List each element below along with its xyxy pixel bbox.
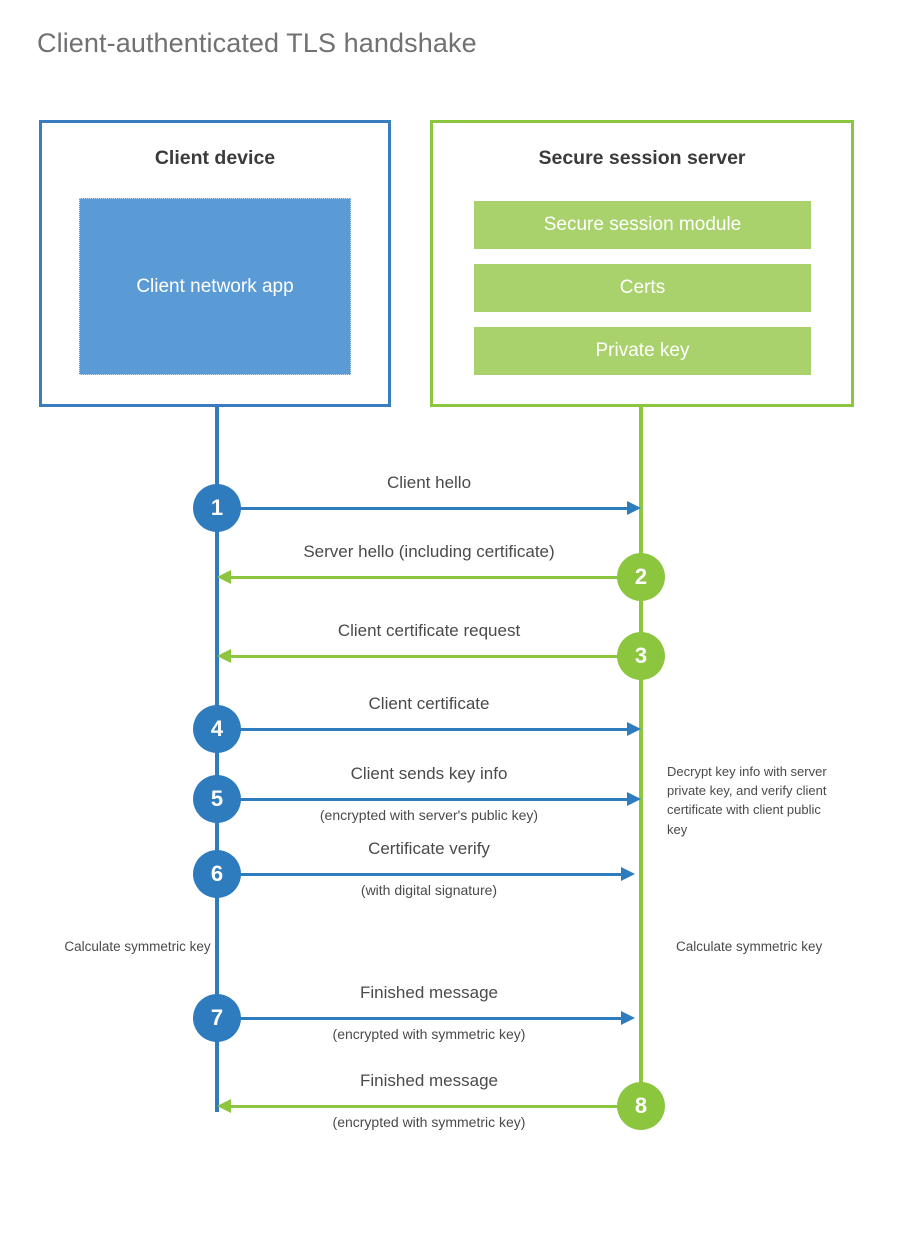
- server-decrypt-note: Decrypt key info with server private key…: [667, 764, 827, 837]
- message-line-3: [231, 655, 641, 658]
- client-device-box: Client device Client network app: [39, 120, 391, 407]
- step-badge-6[interactable]: 6: [193, 850, 241, 898]
- arrow-head-right-icon: [621, 867, 635, 881]
- message-row-3: Client certificate request 3: [0, 621, 900, 680]
- message-line-8: [231, 1105, 641, 1108]
- message-row-5: Client sends key info (encrypted with se…: [0, 764, 900, 823]
- page-title: Client-authenticated TLS handshake: [37, 28, 477, 58]
- step-badge-3[interactable]: 3: [617, 632, 665, 680]
- server-component-secure-session-module: Secure session module: [474, 201, 811, 249]
- step-badge-4[interactable]: 4: [193, 705, 241, 753]
- message-line-7: [217, 1017, 621, 1020]
- message-line-1: [217, 507, 627, 510]
- server-component-certs: Certs: [474, 264, 811, 312]
- client-lifeline: [215, 407, 219, 1112]
- message-label-3: Client certificate request: [337, 621, 521, 640]
- arrow-head-right-icon: [627, 501, 641, 515]
- message-line-2: [231, 576, 641, 579]
- arrow-head-right-icon: [627, 792, 641, 806]
- secure-session-server-box: Secure session server Secure session mod…: [430, 120, 854, 407]
- message-sublabel-6: (with digital signature): [360, 882, 498, 898]
- message-label-1: Client hello: [386, 473, 472, 492]
- message-row-7: Finished message (encrypted with symmetr…: [0, 983, 900, 1042]
- server-component-private-key: Private key: [474, 327, 811, 375]
- arrow-head-left-icon: [217, 1099, 231, 1113]
- message-label-8: Finished message: [360, 1071, 498, 1090]
- secure-session-server-title: Secure session server: [538, 147, 746, 169]
- message-row-8: Finished message (encrypted with symmetr…: [0, 1071, 900, 1130]
- server-calculate-symmetric-key-note: Calculate symmetric key: [676, 939, 823, 954]
- message-line-5: [217, 798, 627, 801]
- message-row-6: Certificate verify (with digital signatu…: [0, 839, 900, 898]
- step-badge-8[interactable]: 8: [617, 1082, 665, 1130]
- client-device-title: Client device: [154, 147, 276, 169]
- step-badge-7[interactable]: 7: [193, 994, 241, 1042]
- message-row-2: Server hello (including certificate) 2: [0, 542, 900, 601]
- message-line-6: [217, 873, 621, 876]
- client-calculate-symmetric-key-note: Calculate symmetric key: [64, 939, 211, 954]
- arrow-head-left-icon: [217, 649, 231, 663]
- message-label-7: Finished message: [360, 983, 498, 1002]
- message-sublabel-8: (encrypted with symmetric key): [332, 1114, 526, 1130]
- step-badge-1[interactable]: 1: [193, 484, 241, 532]
- arrow-head-left-icon: [217, 570, 231, 584]
- arrow-head-right-icon: [627, 722, 641, 736]
- message-line-4: [217, 728, 627, 731]
- server-lifeline: [639, 407, 643, 1105]
- step-badge-2[interactable]: 2: [617, 553, 665, 601]
- message-label-5: Client sends key info: [350, 764, 508, 783]
- message-label-6: Certificate verify: [368, 839, 490, 858]
- message-row-4: Client certificate 4: [0, 694, 900, 753]
- message-row-1: Client hello 1: [0, 473, 900, 532]
- message-label-2: Server hello (including certificate): [303, 542, 555, 561]
- message-label-4: Client certificate: [368, 694, 490, 713]
- arrow-head-right-icon: [621, 1011, 635, 1025]
- message-sublabel-5: (encrypted with server's public key): [319, 807, 539, 823]
- client-network-app-block: Client network app: [79, 198, 351, 375]
- message-sublabel-7: (encrypted with symmetric key): [332, 1026, 526, 1042]
- step-badge-5[interactable]: 5: [193, 775, 241, 823]
